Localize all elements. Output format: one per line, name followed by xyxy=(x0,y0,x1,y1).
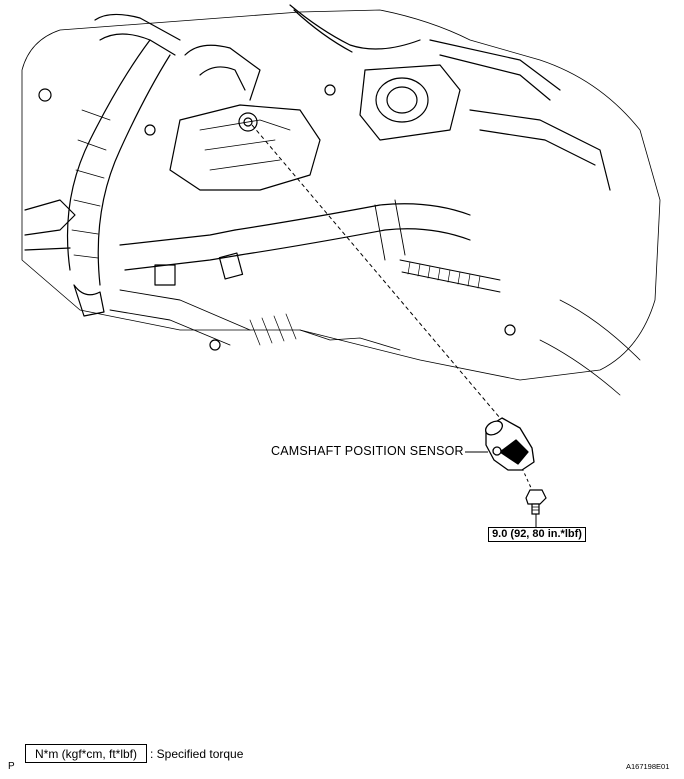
valve-block xyxy=(169,104,321,191)
radiator-hose xyxy=(66,39,171,286)
installation-leader-line xyxy=(251,124,501,419)
camshaft-position-sensor xyxy=(484,417,535,471)
lower-hose xyxy=(234,203,471,256)
legend-units-box: N*m (kgf*cm, ft*lbf) xyxy=(25,744,147,763)
legend-prefix: P xyxy=(8,761,15,772)
sensor-bolt xyxy=(525,489,547,515)
legend-description: : Specified torque xyxy=(150,747,244,761)
torque-spec-box: 9.0 (92, 80 in.*lbf) xyxy=(488,527,586,542)
figure-id: A167198E01 xyxy=(626,762,670,771)
bolt-leader-line xyxy=(521,467,533,491)
camshaft-sensor-label: CAMSHAFT POSITION SENSOR xyxy=(271,444,464,458)
throttle-body xyxy=(375,77,429,123)
engine-outline xyxy=(21,9,661,381)
